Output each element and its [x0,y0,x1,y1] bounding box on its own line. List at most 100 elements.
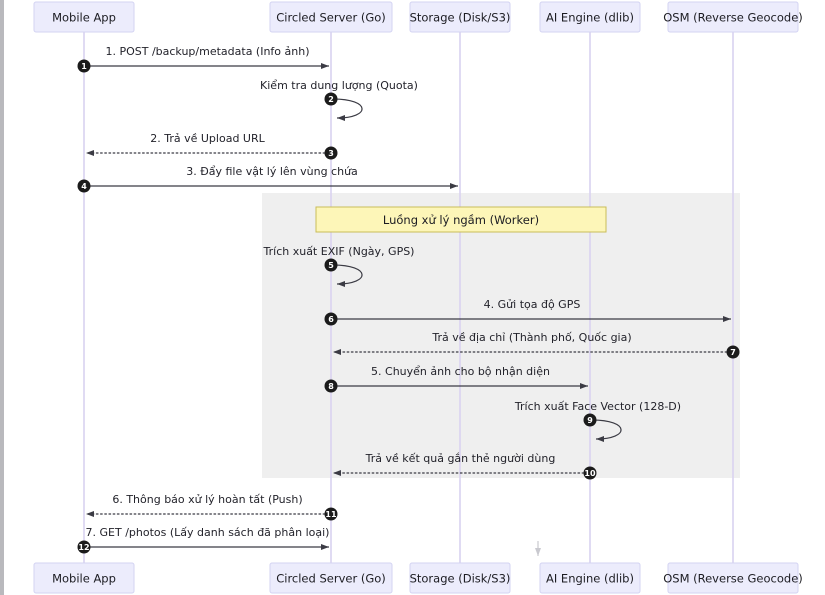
message-label: 4. Gửi tọa độ GPS [484,298,581,311]
participant-box [409,1,511,33]
message-label: 2. Trả về Upload URL [150,132,265,145]
message-5[interactable]: Trích xuất EXIF (Ngày, GPS) 5 [263,245,415,287]
sequence-badge-10: 10 [583,466,597,480]
sequence-badge-circle [324,379,338,393]
participant-server-top[interactable]: Circled Server (Go) [269,1,393,33]
participant-label: Mobile App [52,572,116,586]
sequence-badge-3: 3 [324,146,338,160]
sequence-badge-number: 11 [325,510,337,519]
sequence-badge-4: 4 [77,179,91,193]
participant-box [269,1,393,33]
note-label: Luồng xử lý ngầm (Worker) [383,213,539,227]
note-layer: Luồng xử lý ngầm (Worker) [315,206,607,233]
sequence-badge-12: 12 [77,540,91,554]
sequence-badge-circle [324,507,338,521]
sequence-badge-circle [324,92,338,106]
participant-mobile-top[interactable]: Mobile App [33,1,135,33]
participant-label: Storage (Disk/S3) [410,572,511,586]
participant-label: Circled Server (Go) [276,11,386,25]
participant-label: OSM (Reverse Geocode) [663,11,803,25]
message-2[interactable]: Kiểm tra dung lượng (Quota) 2 [260,79,418,121]
sequence-badge-circle [583,413,597,427]
participant-ai-top[interactable]: AI Engine (dlib) [539,1,641,33]
sequence-badge-number: 1 [81,62,87,71]
message-9[interactable]: Trích xuất Face Vector (128-D) 9 [514,400,681,442]
participant-box [539,1,641,33]
participant-osm-top[interactable]: OSM (Reverse Geocode) [663,1,803,33]
participant-osm-bottom[interactable]: OSM (Reverse Geocode) [663,562,803,594]
lifeline-layer [83,32,734,563]
participant-mobile-bottom[interactable]: Mobile App [33,562,135,594]
participant-box [667,562,799,594]
message-self-loop [332,264,363,287]
participant-label: Storage (Disk/S3) [410,11,511,25]
sequence-badge-number: 2 [328,95,334,104]
sequence-badge-number: 7 [730,348,736,357]
message-12[interactable]: 7. GET /photos (Lấy danh sách đã phân lo… [77,526,330,554]
participant-header-layer: Mobile App Circled Server (Go) Storage (Di… [33,1,803,33]
sequence-badge-circle [77,179,91,193]
message-label: Kiểm tra dung lượng (Quota) [260,79,418,92]
participant-footer-layer: Mobile App Circled Server (Go) Storage (Di… [33,562,803,594]
message-3[interactable]: 2. Trả về Upload URL 3 [85,132,338,160]
sequence-badge-circle [324,312,338,326]
message-8[interactable]: 5. Chuyển ảnh cho bộ nhận diện 8 [324,365,589,393]
background-region-layer [262,193,740,478]
message-label: 6. Thông báo xử lý hoàn tất (Push) [112,493,302,506]
sequence-badge-number: 8 [328,382,334,391]
participant-label: OSM (Reverse Geocode) [663,572,803,586]
sequence-badge-11: 11 [324,507,338,521]
sequence-badge-circle [726,345,740,359]
participant-label: AI Engine (dlib) [546,11,634,25]
sequence-badge-8: 8 [324,379,338,393]
message-self-loop [591,419,622,442]
message-label: 3. Đẩy file vật lý lên vùng chứa [186,165,358,178]
sequence-badge-number: 5 [328,261,334,270]
sequence-badge-circle [77,540,91,554]
participant-box [409,562,511,594]
participant-box [667,1,799,33]
sequence-badge-circle [324,258,338,272]
sequence-badge-1: 1 [77,59,91,73]
sequence-badge-9: 9 [583,413,597,427]
participant-label: Mobile App [52,11,116,25]
message-7[interactable]: Trả về địa chỉ (Thành phố, Quốc gia)7 [332,331,740,359]
message-layer: 1. POST /backup/metadata (Info ảnh) 1Kiểm… [77,45,740,554]
participant-storage-bottom[interactable]: Storage (Disk/S3) [409,562,511,594]
message-11[interactable]: 6. Thông báo xử lý hoàn tất (Push) 11 [85,493,338,521]
background-process-region [262,193,740,478]
sequence-badge-number: 4 [81,182,87,191]
sequence-badge-circle [583,466,597,480]
participant-label: Circled Server (Go) [276,572,386,586]
sequence-badge-number: 3 [328,149,334,158]
message-label: 5. Chuyển ảnh cho bộ nhận diện [371,365,550,378]
participant-server-bottom[interactable]: Circled Server (Go) [269,562,393,594]
sequence-badge-number: 12 [78,543,89,552]
sequence-badge-5: 5 [324,258,338,272]
sequence-badge-circle [77,59,91,73]
message-label: Trả về kết quả gắn thẻ người dùng [365,452,556,465]
sequence-badge-7: 7 [726,345,740,359]
message-label: 1. POST /backup/metadata (Info ảnh) [105,45,309,58]
sequence-badge-circle [324,146,338,160]
sequence-badge-number: 9 [587,416,593,425]
participant-storage-top[interactable]: Storage (Disk/S3) [409,1,511,33]
participant-box [539,562,641,594]
message-4[interactable]: 3. Đẩy file vật lý lên vùng chứa 4 [77,165,459,193]
message-1[interactable]: 1. POST /backup/metadata (Info ảnh) 1 [77,45,330,73]
message-label: Trích xuất Face Vector (128-D) [514,400,681,413]
participant-ai-bottom[interactable]: AI Engine (dlib) [539,562,641,594]
message-10[interactable]: Trả về kết quả gắn thẻ người dùng 10 [332,452,597,480]
message-self-loop [332,98,363,121]
message-label: 7. GET /photos (Lấy danh sách đã phân lo… [86,526,330,539]
participant-box [33,562,135,594]
sequence-badge-2: 2 [324,92,338,106]
message-label: Trích xuất EXIF (Ngày, GPS) [263,245,415,258]
left-edge-gutter [0,0,4,595]
participant-box [269,562,393,594]
participant-box [33,1,135,33]
note-box [315,206,607,233]
